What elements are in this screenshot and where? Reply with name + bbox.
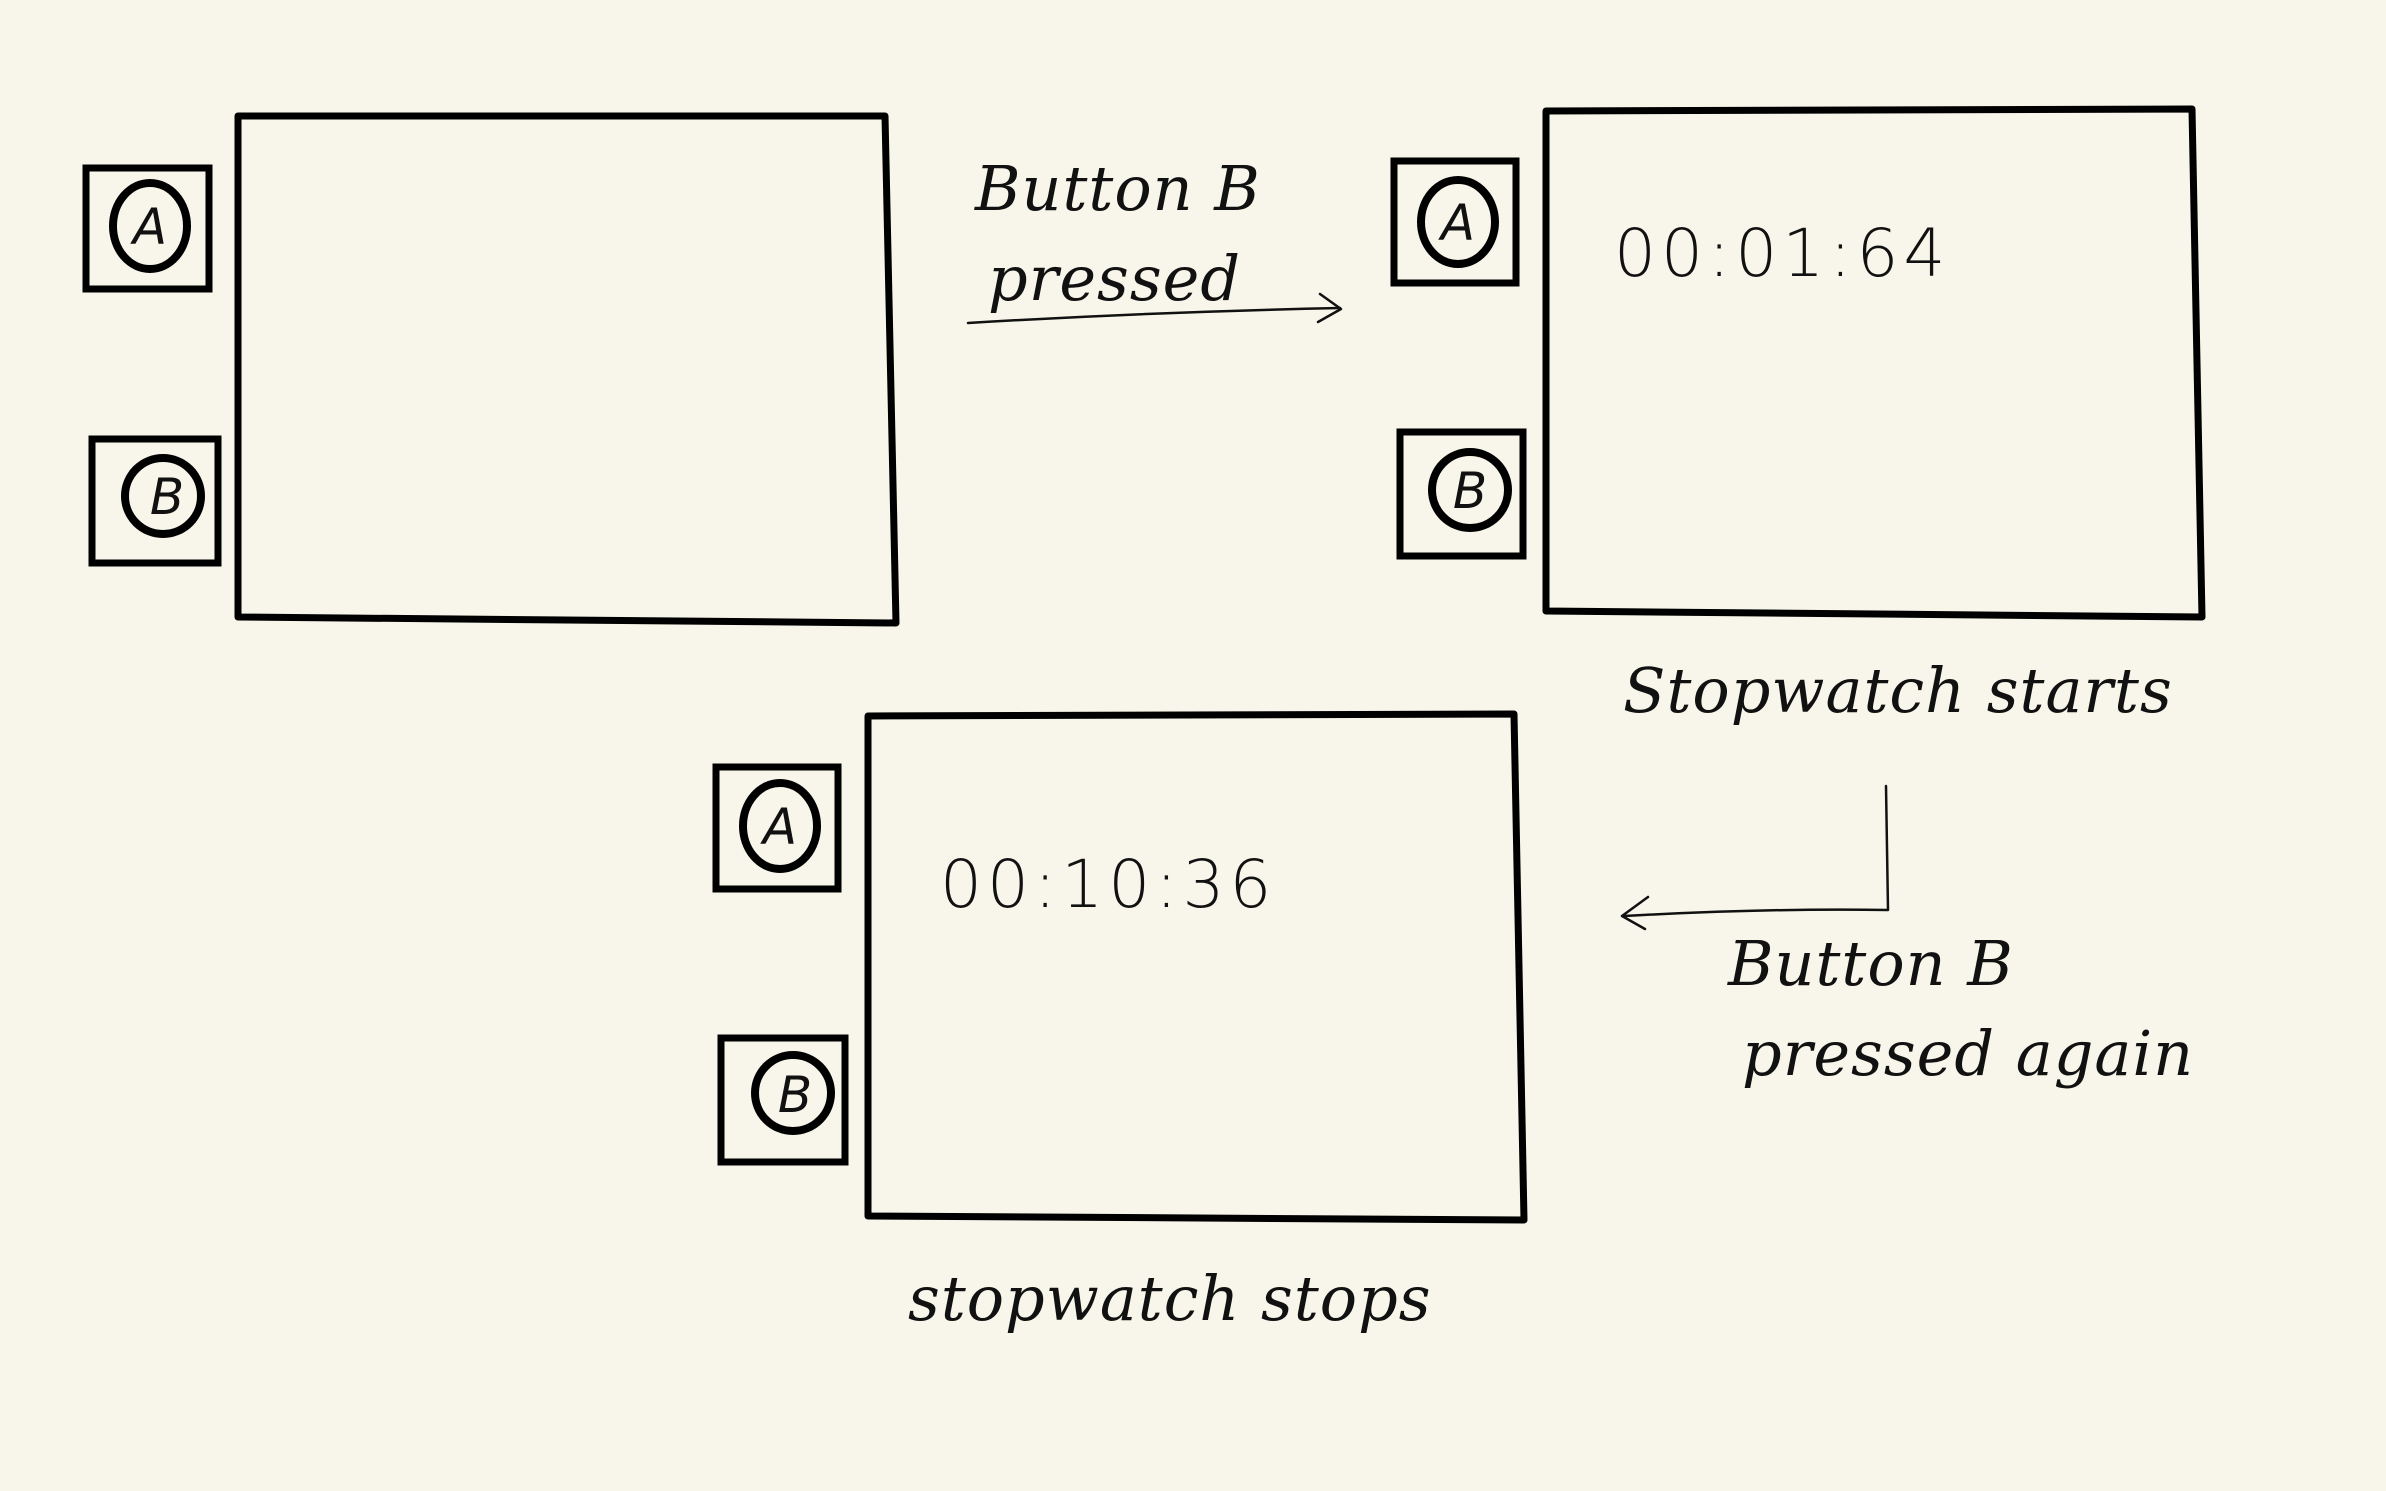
button-label: A	[130, 198, 167, 256]
panel-initial: A B	[82, 112, 900, 627]
button-frame	[1396, 428, 1527, 560]
button-frame	[1390, 157, 1520, 287]
button-a[interactable]: A	[712, 763, 842, 893]
button-label: A	[1438, 194, 1475, 252]
panel-stopped: A B 00:10:36	[712, 710, 1528, 1224]
button-b[interactable]: B	[717, 1034, 849, 1166]
button-label: B	[150, 468, 184, 526]
button-frame	[88, 435, 222, 567]
button-ring	[121, 454, 205, 538]
screen-frame	[234, 112, 900, 627]
stopwatch-readout: 00:10:36	[940, 846, 1276, 923]
screen-frame	[864, 710, 1528, 1224]
button-ring	[109, 179, 191, 273]
annotation-text: Button B	[1727, 927, 2014, 1000]
button-label: B	[1453, 462, 1487, 520]
annotation-text: pressed	[988, 242, 1241, 315]
annotation-text: pressed again	[1742, 1017, 2194, 1090]
button-a[interactable]: A	[82, 164, 213, 293]
annotation-stops: stopwatch stops	[908, 1262, 1432, 1335]
button-ring	[739, 779, 821, 873]
button-ring	[1428, 448, 1512, 532]
annotation-text: stopwatch stops	[908, 1262, 1432, 1335]
button-b[interactable]: B	[88, 435, 222, 567]
button-frame	[712, 763, 842, 893]
annotation-press-b: Button B pressed	[966, 152, 1343, 325]
arrow-right-icon	[966, 292, 1343, 325]
panel-running: A B 00:01:64	[1390, 105, 2206, 621]
annotation-text: Button B	[974, 152, 1261, 225]
screen-frame	[1542, 105, 2206, 621]
arrow-left-icon	[1620, 784, 1890, 931]
button-ring	[751, 1051, 835, 1135]
button-frame	[717, 1034, 849, 1166]
button-a[interactable]: A	[1390, 157, 1520, 287]
button-label: B	[778, 1066, 812, 1124]
annotation-text: Stopwatch starts	[1623, 654, 2173, 727]
annotation-starts: Stopwatch starts	[1623, 654, 2173, 727]
stopwatch-readout: 00:01:64	[1614, 215, 1950, 292]
button-b[interactable]: B	[1396, 428, 1527, 560]
annotation-press-again: Button B pressed again	[1620, 784, 2194, 1090]
button-frame	[82, 164, 213, 293]
button-label: A	[760, 798, 797, 856]
button-ring	[1417, 176, 1499, 268]
